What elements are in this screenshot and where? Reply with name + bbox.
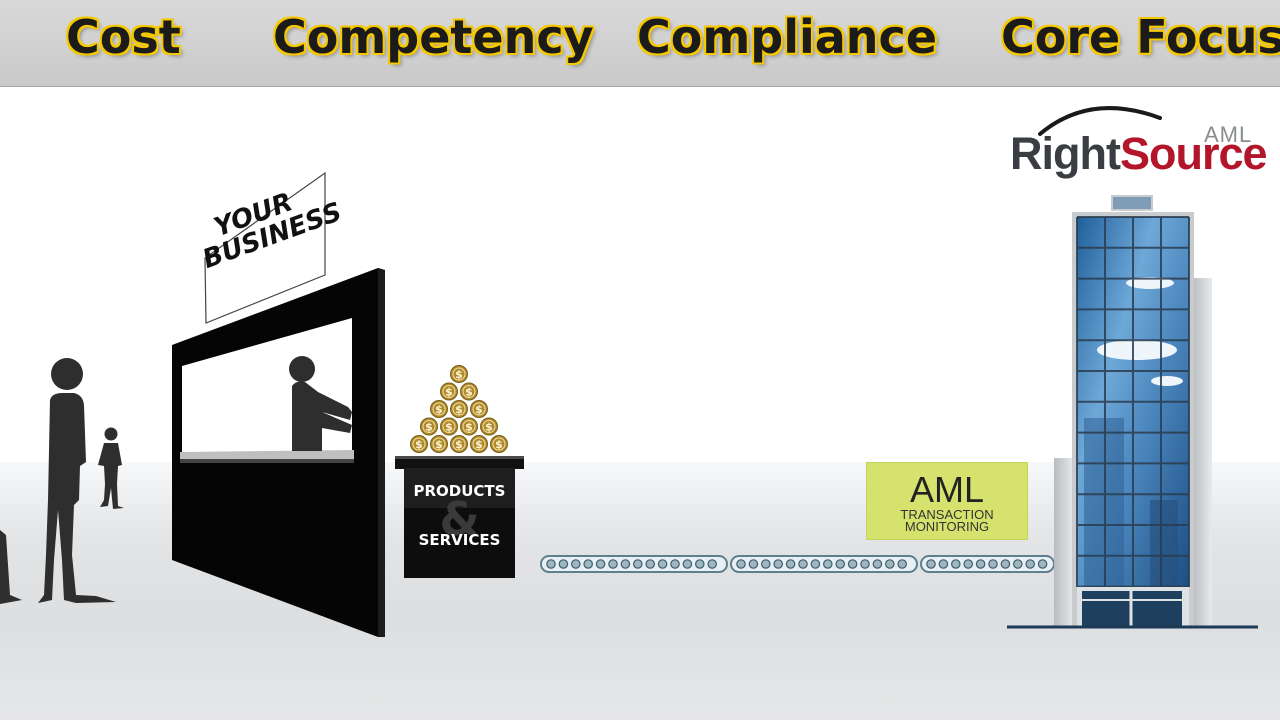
svg-text:$: $: [435, 438, 443, 451]
coin-pyramid: $$$$$$$$$$$$$$$: [410, 365, 508, 453]
svg-text:$: $: [465, 421, 473, 434]
logo-source-text: Source: [1119, 128, 1268, 179]
coin-icon: $: [460, 417, 478, 436]
services-label: SERVICES: [418, 531, 501, 549]
conveyor-belts: [540, 555, 1055, 573]
person-tall-icon: [38, 358, 116, 603]
coin-icon: $: [450, 435, 468, 453]
conveyor-belt-segment: [540, 555, 728, 573]
svg-text:$: $: [475, 438, 483, 451]
header-word-compliance: Compliance: [637, 10, 938, 64]
logo-right-text: Right: [1010, 128, 1121, 179]
rightsource-aml-logo: RightSource AML: [1008, 100, 1268, 190]
logo-swoosh-icon: [1038, 106, 1162, 136]
svg-text:$: $: [465, 386, 473, 399]
person-child-icon: [98, 427, 124, 509]
svg-text:$: $: [455, 368, 463, 381]
svg-text:$: $: [445, 386, 453, 399]
svg-text:$: $: [455, 438, 463, 451]
coin-icon: $: [430, 400, 448, 418]
conveyor-belt-segment: [920, 555, 1055, 573]
coin-icon: $: [450, 400, 468, 418]
svg-text:$: $: [475, 403, 483, 416]
header-banner: Cost Competency Compliance Core Focus: [0, 0, 1280, 87]
coin-icon: $: [480, 417, 498, 436]
svg-text:$: $: [485, 421, 493, 434]
aml-title: AML: [909, 469, 985, 510]
conveyor-belt-segment: [730, 555, 918, 573]
aml-transaction-monitoring-box: AML TRANSACTION MONITORING: [866, 462, 1028, 540]
products-label: PRODUCTS: [413, 482, 506, 500]
coin-icon: $: [460, 382, 478, 401]
products-counter: [395, 456, 524, 578]
svg-text:$: $: [455, 403, 463, 416]
coin-icon: $: [410, 435, 428, 453]
svg-text:$: $: [415, 438, 423, 451]
coin-icon: $: [440, 417, 458, 436]
svg-text:$: $: [435, 403, 443, 416]
logo-wordmark: RightSource: [1010, 128, 1268, 180]
coin-icon: $: [450, 365, 468, 383]
logo-aml-text: AML: [1204, 122, 1253, 147]
aml-subtitle-line-2: MONITORING: [904, 519, 990, 534]
person-partial-icon: [0, 530, 22, 604]
header-word-competency: Competency: [273, 10, 594, 64]
header-word-cost: Cost: [66, 10, 181, 64]
header-word-core-focus: Core Focus: [1001, 10, 1280, 64]
svg-text:$: $: [445, 421, 453, 434]
coin-icon: $: [430, 435, 448, 453]
coin-icon: $: [420, 417, 438, 436]
svg-text:$: $: [495, 438, 503, 451]
products-services-box: & PRODUCTS SERVICES: [404, 468, 515, 578]
office-building: [1007, 195, 1258, 629]
coin-icon: $: [470, 400, 488, 418]
business-booth: [172, 171, 385, 637]
aml-subtitle-line-1: TRANSACTION: [900, 507, 994, 522]
coin-icon: $: [490, 435, 508, 453]
coin-icon: $: [440, 382, 458, 401]
ampersand-mark: &: [439, 492, 480, 546]
svg-text:$: $: [425, 421, 433, 434]
coin-icon: $: [470, 435, 488, 453]
